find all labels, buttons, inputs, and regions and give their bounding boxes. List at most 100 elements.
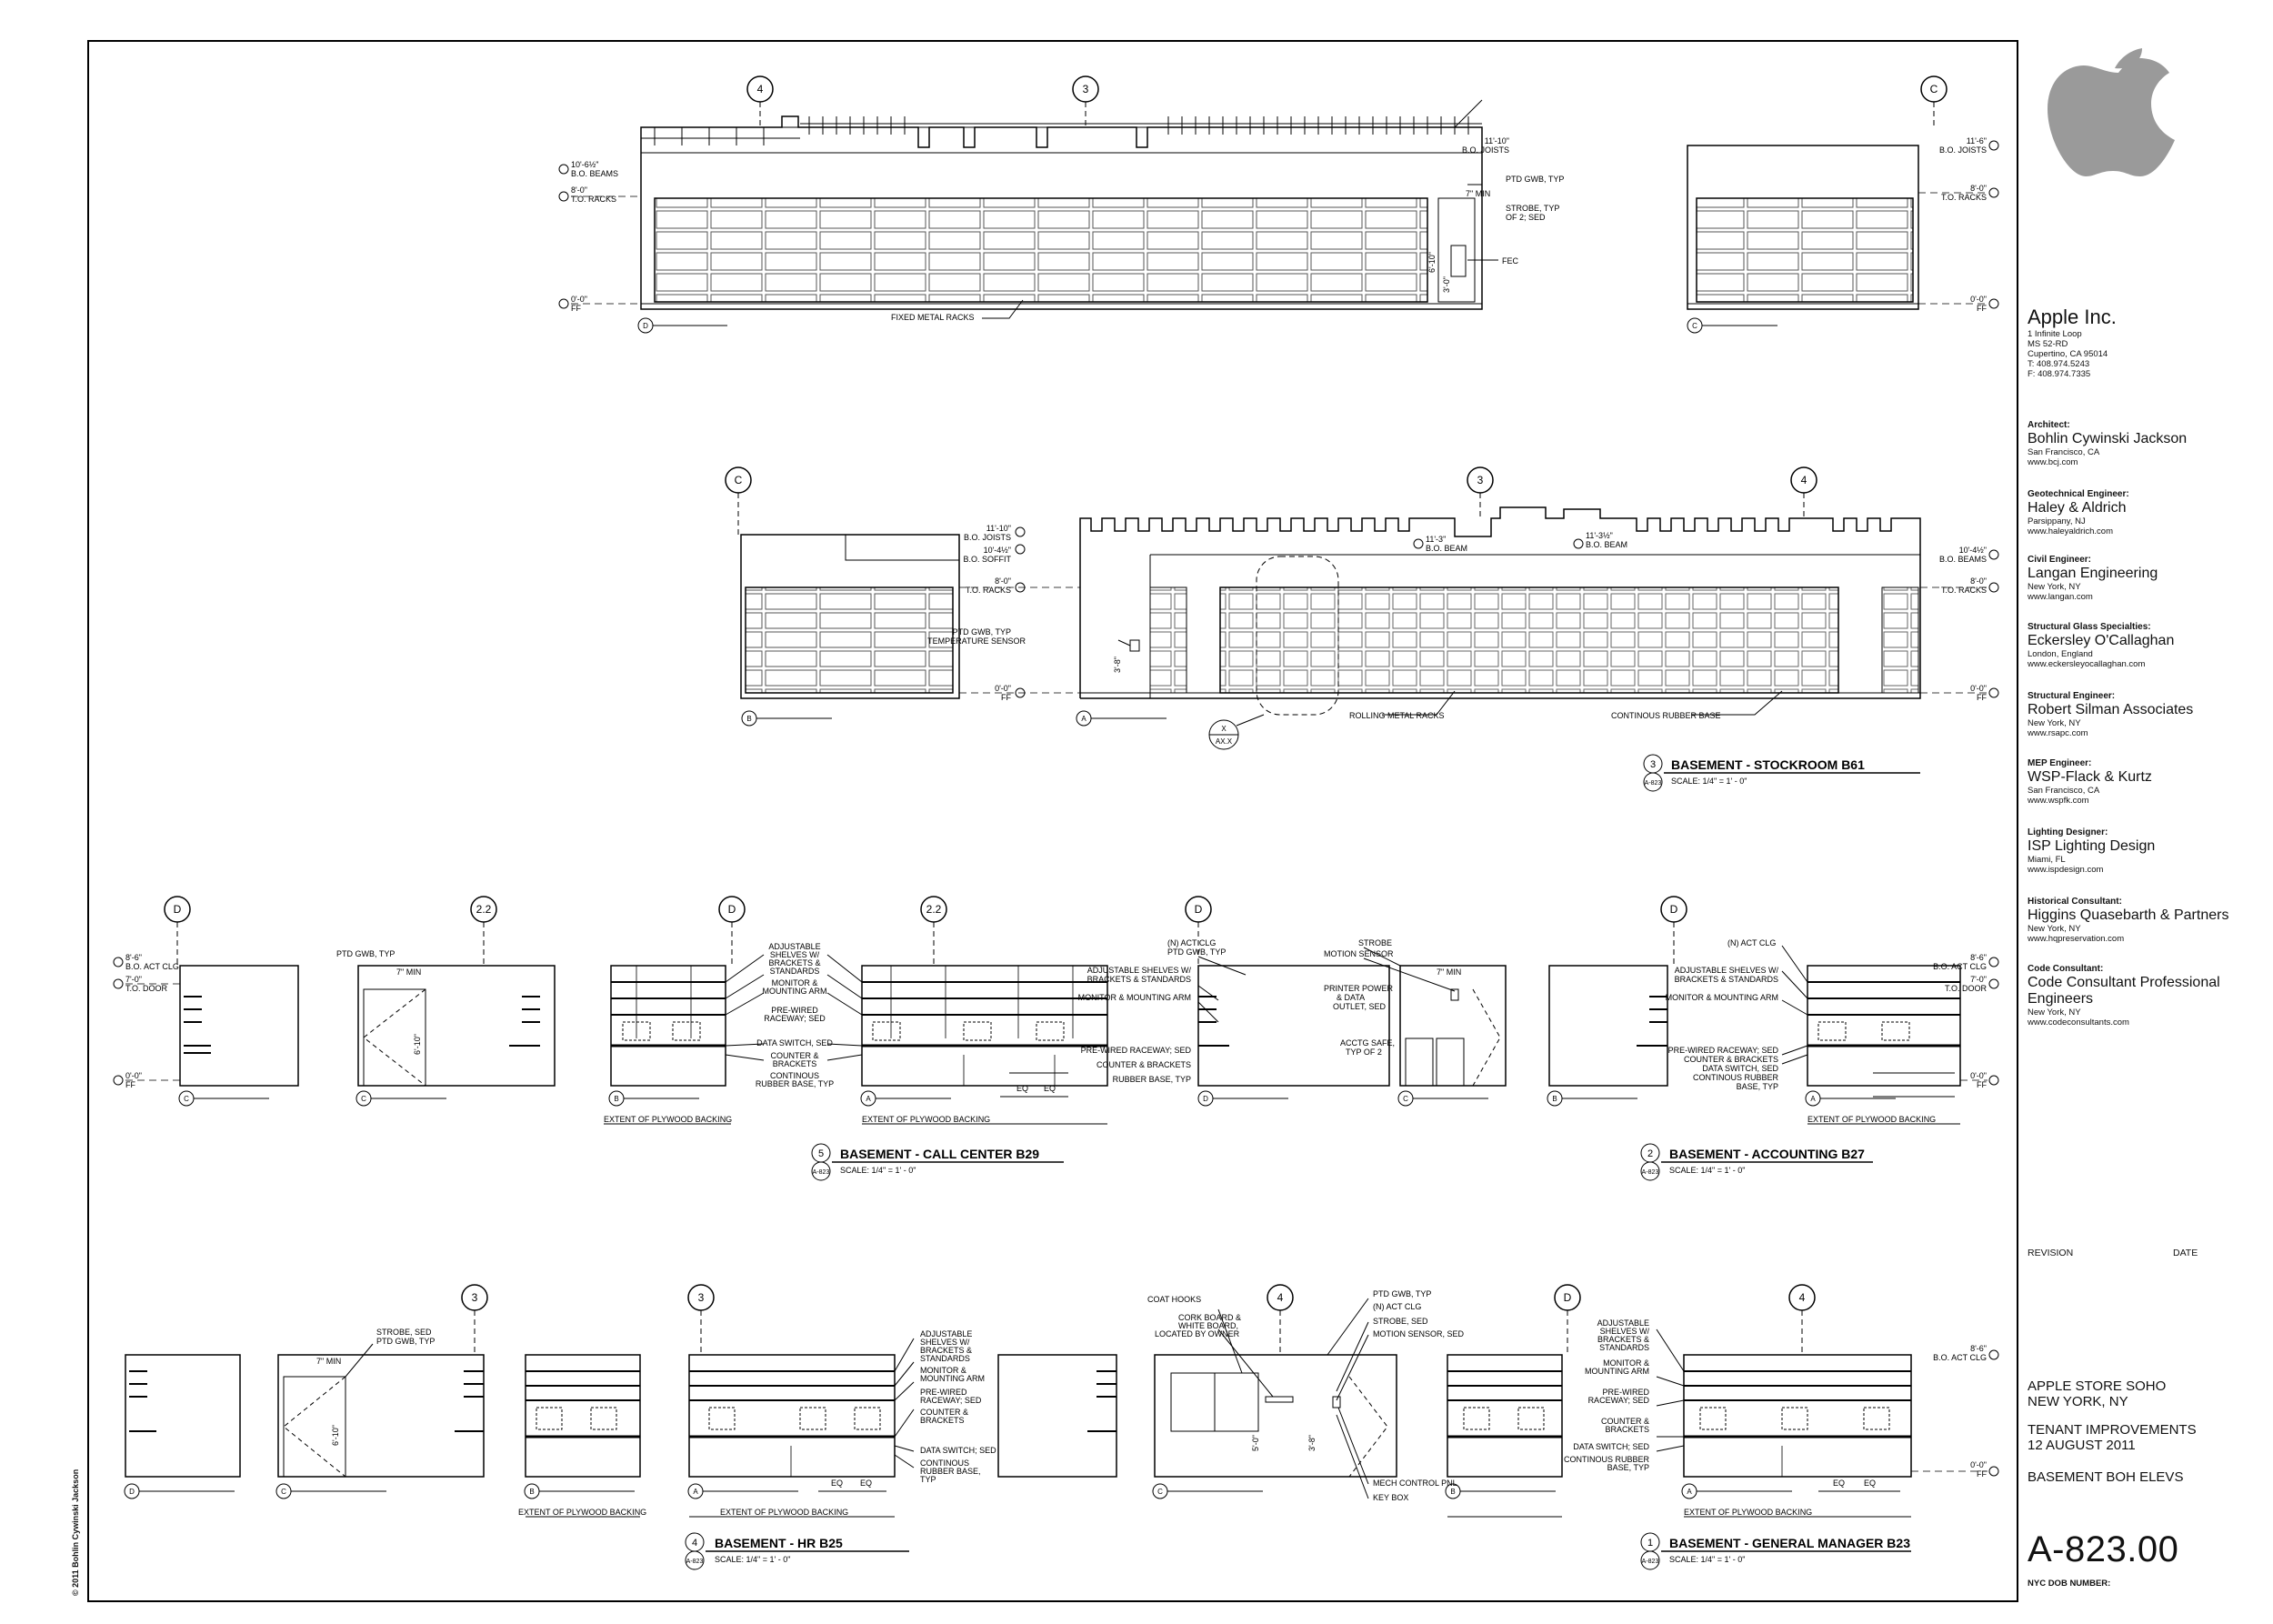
note: MOUNTING ARM (920, 1374, 985, 1383)
note: 3'-8" (1113, 657, 1122, 673)
view-title: BASEMENT - ACCOUNTING B27 (1669, 1147, 1865, 1161)
elevation-row-3-text: D 2.2 D 2.2 D D C C B A D C B A 8'-6" B.… (125, 903, 1987, 1176)
level-text: FF (571, 304, 581, 313)
note: RUBBER BASE, TYP (756, 1079, 834, 1088)
grid-bubble-label: D (1670, 903, 1678, 916)
structure-profile (1079, 506, 1921, 699)
level-text: 11'-3½" (1586, 531, 1613, 540)
note: BASE, TYP (1737, 1082, 1778, 1091)
consultant-website: www.hqpreservation.com (2028, 934, 2125, 944)
level-text: 10'-4½" (984, 546, 1011, 555)
consultant-block: Structural Engineer: Robert Silman Assoc… (2028, 691, 2193, 738)
leader-line (982, 299, 1024, 319)
consultant-location: New York, NY (2028, 718, 2081, 728)
grid-bubble-label: 3 (698, 1291, 705, 1304)
note: FIXED METAL RACKS (891, 313, 975, 322)
level-text: 8'-6" (1970, 1344, 1987, 1353)
note: ADJUSTABLE (1597, 1318, 1649, 1328)
note: FEC (1502, 256, 1519, 266)
note: EQ (831, 1479, 843, 1488)
grid-bubble (1072, 75, 1099, 127)
consultant-location: San Francisco, CA (2028, 447, 2100, 457)
note: MECH CONTROL PNL (1373, 1479, 1457, 1488)
view-number: 2 (1647, 1148, 1653, 1159)
elevation-1b-wall (1687, 145, 1919, 310)
consultant-location: Parsippany, NJ (2028, 516, 2086, 526)
consultant-role: MEP Engineer: (2028, 758, 2092, 768)
level-text: B.O. SOFFIT (963, 555, 1011, 564)
note: CONTINOUS (770, 1071, 819, 1080)
note: PRE-WIRED RACEWAY; SED (1081, 1046, 1192, 1055)
note: PTD GWB, TYP (1167, 947, 1226, 957)
consultant-name: Langan Engineering (2028, 566, 2158, 581)
note: STANDARDS (770, 967, 820, 976)
note: PRE-WIRED RACEWAY; SED (1668, 1046, 1779, 1055)
level-text: B.O. JOISTS (964, 533, 1011, 542)
note: BRACKETS & STANDARDS (1087, 975, 1191, 984)
view-number: 4 (692, 1538, 697, 1549)
note: TYP (920, 1475, 936, 1484)
note: STROBE, TYP (1506, 204, 1559, 213)
note: (N) ACT CLG (1373, 1302, 1421, 1311)
consultant-block: Lighting Designer: ISP Lighting Design M… (2028, 827, 2155, 875)
note: ADJUSTABLE SHELVES W/ (1675, 966, 1779, 975)
level-text: B.O. BEAMS (1939, 555, 1987, 564)
level-text: FF (1977, 1080, 1987, 1089)
note: BRACKETS & (920, 1346, 972, 1355)
grid-bubble-label: 4 (757, 83, 764, 95)
note: 6'-10" (413, 1034, 422, 1055)
elevation-row-4-text: 3 3 4 D 4 D C B A C B A 8'-6" B.O. ACT C… (129, 1289, 1987, 1565)
revision-label: REVISION (2028, 1248, 2074, 1258)
level-text: T.O. RACKS (966, 586, 1011, 595)
consultant-name: Haley & Aldrich (2028, 500, 2127, 516)
grid-bubble-label: D (1564, 1291, 1572, 1304)
elev-tag: B (1552, 1095, 1557, 1103)
elev-tag: D (129, 1488, 135, 1496)
level-text: 0'-0" (1970, 295, 1987, 304)
consultant-name: Eckersley O'Callaghan (2028, 633, 2175, 648)
view-sheet: A-823 (813, 1169, 830, 1176)
note: & DATA (1337, 993, 1365, 1002)
consultant-block: Code Consultant: Code Consultant Profess… (2028, 964, 2246, 1028)
temperature-sensor-box (1129, 639, 1140, 652)
note: BRACKETS (1605, 1425, 1649, 1434)
level-text: FF (1977, 693, 1987, 702)
note: ADJUSTABLE SHELVES W/ (1087, 966, 1192, 975)
level-text: 11'-10" (986, 524, 1011, 533)
level-text: 0'-0" (1970, 1460, 1987, 1469)
note: 7" MIN (1466, 189, 1490, 198)
level-text: 11'-3" (1426, 535, 1446, 544)
note: PRE-WIRED (771, 1006, 818, 1015)
level-text: B.O. ACT CLG (125, 962, 179, 971)
dob-number-label: NYC DOB NUMBER: (2028, 1579, 2111, 1589)
note: BRACKETS (773, 1059, 817, 1068)
grid-bubble-label: D (728, 903, 736, 916)
consultant-block: Structural Glass Specialties: Eckersley … (2028, 622, 2174, 669)
consultant-website: www.codeconsultants.com (2028, 1018, 2129, 1028)
grid-bubble-label: D (174, 903, 182, 916)
note: PTD GWB, TYP (376, 1337, 435, 1346)
elevation-1-text: 4 3 C D C 10'-6½" B.O. BEAMS 8'-0" T.O. … (571, 83, 1987, 330)
note: MONITOR & MOUNTING ARM (1078, 993, 1191, 1002)
view-title: BASEMENT - HR B25 (715, 1536, 843, 1550)
note: MONITOR & (1603, 1358, 1649, 1368)
consultant-name: WSP-Flack & Kurtz (2028, 769, 2152, 785)
consultant-role: Structural Engineer: (2028, 691, 2116, 701)
elev-tag: A (1810, 1095, 1816, 1103)
note: 7" MIN (396, 967, 421, 977)
elev-tag: A (1687, 1488, 1692, 1496)
level-text: B.O. ACT CLG (1933, 1353, 1987, 1362)
rolling-metal-racks (1881, 586, 1919, 694)
copyright-text: © 2011 Bohlin Cywinski Jackson (71, 1469, 80, 1596)
note: STROBE (1358, 938, 1392, 947)
consultant-location: New York, NY (2028, 1007, 2081, 1018)
consultant-location: London, England (2028, 649, 2093, 659)
note: RACEWAY; SED (764, 1014, 826, 1023)
level-text: FF (1001, 693, 1011, 702)
consultant-block: Architect: Bohlin Cywinski Jackson San F… (2028, 420, 2187, 467)
view-title: BASEMENT - GENERAL MANAGER B23 (1669, 1536, 1910, 1550)
fixed-metal-racks (654, 197, 1428, 303)
level-text: 7'-0" (1970, 975, 1987, 984)
joist-comb (641, 116, 1482, 145)
level-text: B.O. BEAMS (571, 169, 618, 178)
